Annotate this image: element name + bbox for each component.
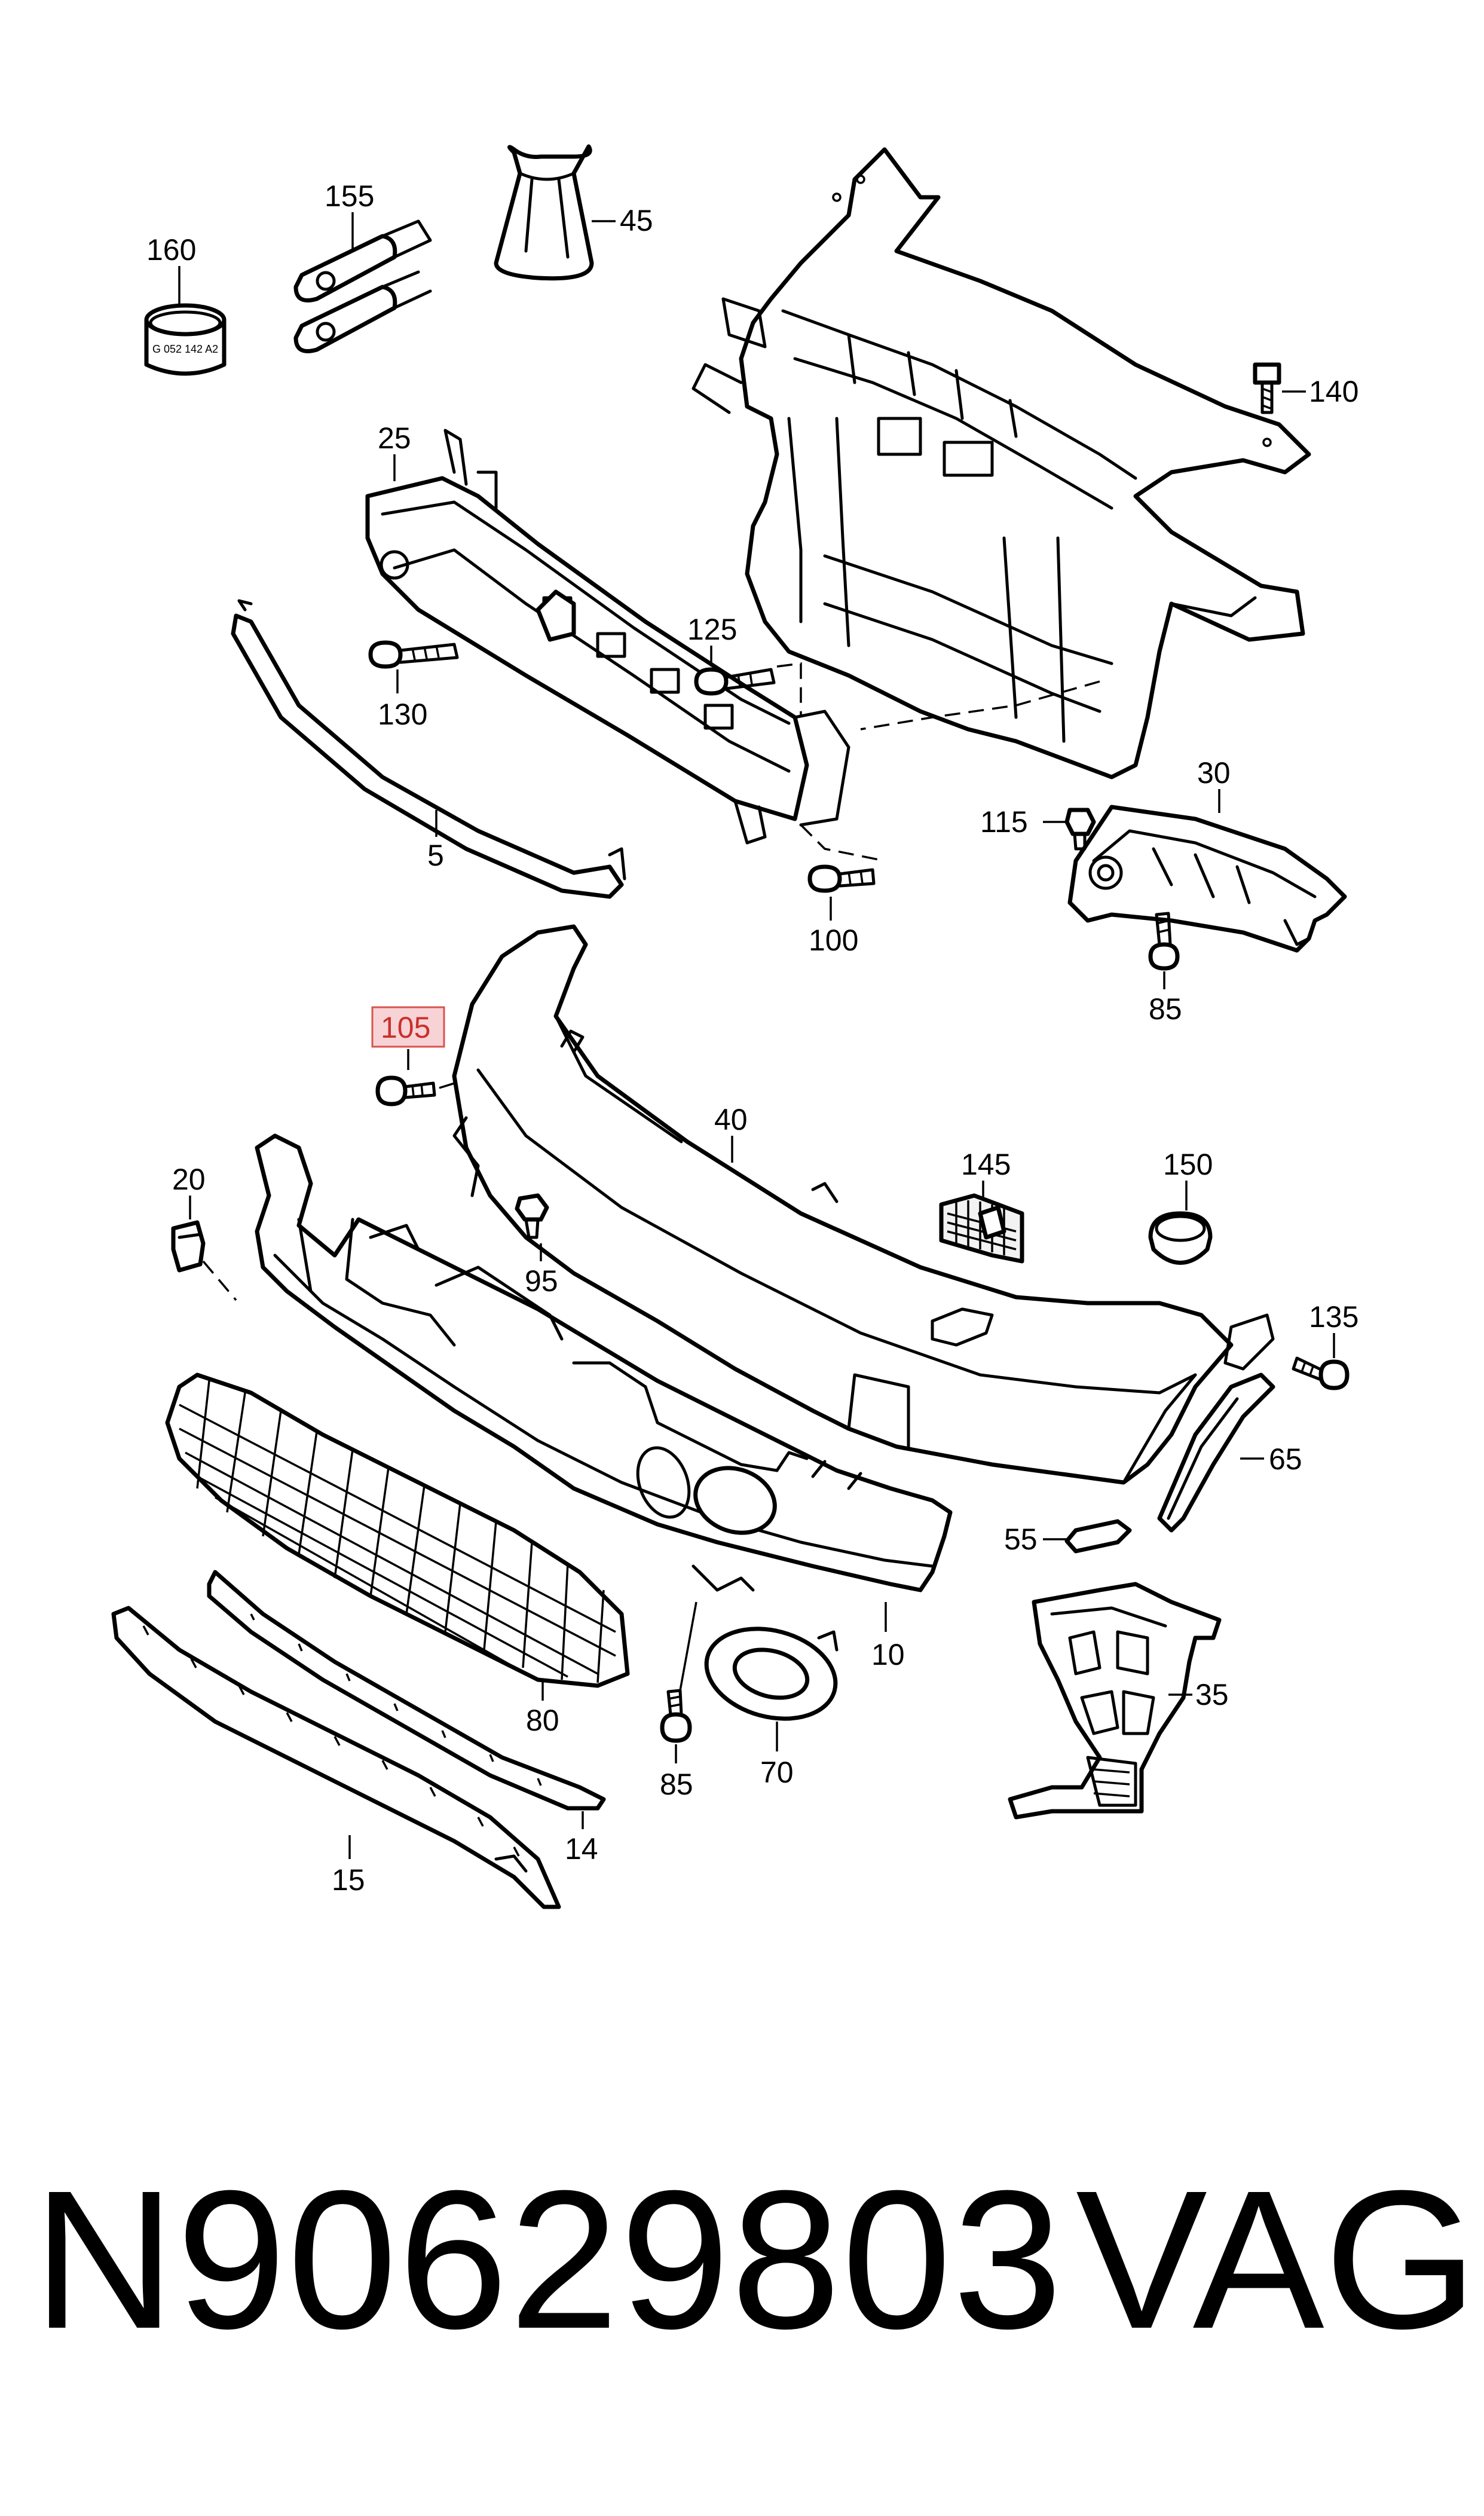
callout-115: 115 xyxy=(980,805,1028,839)
callout-80: 80 xyxy=(526,1704,559,1737)
part-65-side-trim xyxy=(1157,1313,1275,1533)
callout-45: 45 xyxy=(620,204,653,237)
callout-135: 135 xyxy=(1309,1300,1358,1334)
footer: N90629803 VAG xyxy=(0,2146,1484,2373)
callout-35: 35 xyxy=(1195,1678,1229,1711)
part-35-side-bracket xyxy=(1008,1582,1222,1820)
callout-125: 125 xyxy=(687,613,737,646)
part-15-spoiler xyxy=(111,1606,561,1909)
part-25-impact-beam xyxy=(365,429,850,845)
part-55-cap xyxy=(1064,1519,1132,1554)
part-30-bracket xyxy=(1067,805,1347,953)
callout-20: 20 xyxy=(172,1163,206,1196)
part-160-sleeve: G 052 142 A2 xyxy=(144,303,227,376)
part-5-trim-strip xyxy=(231,599,626,899)
part-160-marking: G 052 142 A2 xyxy=(152,343,218,355)
callout-55: 55 xyxy=(1004,1523,1038,1556)
callout-30: 30 xyxy=(1197,756,1231,790)
callout-25: 25 xyxy=(378,421,411,455)
part-140-bolt xyxy=(1253,362,1281,414)
part-85-screw-upper xyxy=(1148,912,1180,971)
lock-carrier-frame xyxy=(691,147,1311,779)
callout-5: 5 xyxy=(427,839,444,872)
part-45-bag xyxy=(494,144,594,281)
part-85-screw-lower xyxy=(660,1689,692,1743)
part-number: N90629803 xyxy=(33,2149,1064,2370)
part-14-trim xyxy=(207,1570,606,1811)
callout-145: 145 xyxy=(961,1148,1011,1181)
callout-40: 40 xyxy=(714,1103,748,1136)
callout-70: 70 xyxy=(760,1756,794,1789)
callout-14: 14 xyxy=(565,1832,598,1866)
part-80-grille xyxy=(165,1372,630,1688)
part-130-bolt xyxy=(368,640,459,669)
callout-150: 150 xyxy=(1163,1148,1213,1181)
callout-140: 140 xyxy=(1309,375,1358,408)
callout-10: 10 xyxy=(871,1638,905,1671)
part-155-plugs xyxy=(293,219,432,353)
callout-155: 155 xyxy=(325,179,374,213)
callout-15: 15 xyxy=(332,1863,365,1897)
brand-label: VAG xyxy=(1076,2149,1478,2370)
callout-100: 100 xyxy=(809,924,858,957)
part-150-cap xyxy=(1148,1211,1213,1265)
callout-85-lower: 85 xyxy=(660,1768,693,1801)
part-135-screw xyxy=(1292,1356,1350,1390)
part-40-bumper-cover xyxy=(452,924,1234,1485)
callout-105-highlight xyxy=(371,1006,445,1048)
part-105-screw xyxy=(375,1075,436,1106)
part-70-ring xyxy=(704,1627,839,1721)
part-10-lower-cover xyxy=(255,1133,953,1592)
callout-130: 130 xyxy=(378,698,427,731)
callout-95: 95 xyxy=(525,1264,558,1298)
callout-85-upper: 85 xyxy=(1149,992,1182,1026)
part-125-bolt xyxy=(694,667,776,696)
part-20-clip xyxy=(171,1220,206,1273)
callout-105: 105 xyxy=(381,1011,430,1044)
part-145-sensor xyxy=(939,1193,1024,1264)
callout-160: 160 xyxy=(146,233,196,267)
part-95-clip xyxy=(515,1193,549,1239)
part-100-bolt xyxy=(807,864,876,893)
callout-65: 65 xyxy=(1269,1442,1302,1476)
